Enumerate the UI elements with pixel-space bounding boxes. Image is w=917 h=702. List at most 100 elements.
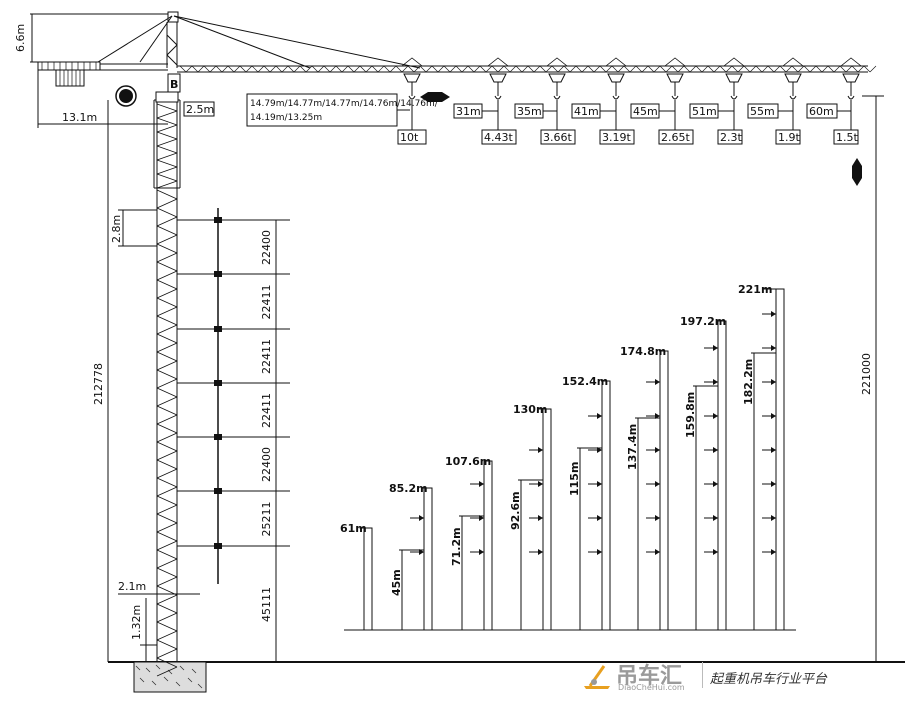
tie-arrow	[655, 413, 660, 419]
tie-arrow	[713, 481, 718, 487]
tie-arrow	[713, 549, 718, 555]
jib-marker	[545, 57, 569, 67]
load-label: 4.43t	[484, 131, 513, 144]
height-bar	[659, 350, 669, 631]
tie-height-label: 159.8m	[684, 392, 697, 438]
tie-arrow	[771, 311, 776, 317]
crane-mast	[153, 99, 181, 677]
tie-arrow	[713, 413, 718, 419]
tie-arrow	[419, 515, 424, 521]
tie-arrow	[771, 413, 776, 419]
hook-icon	[494, 95, 502, 100]
height-bar	[483, 460, 493, 631]
counter-jib	[37, 61, 168, 87]
hook-marker: B	[170, 78, 178, 91]
base-height-label: 1.32m	[130, 605, 143, 640]
load-label: 2.3t	[720, 131, 742, 144]
tie-height-label: 182.2m	[742, 359, 755, 405]
jib-marker	[839, 57, 863, 67]
trolley	[489, 73, 507, 83]
bar-top-label: 107.6m	[445, 455, 491, 468]
tie-arrow	[479, 549, 484, 555]
radius-label: 41m	[574, 105, 599, 118]
hook-icon	[408, 95, 416, 100]
section-height-label: 2.8m	[110, 215, 123, 243]
height-bar	[542, 408, 552, 631]
tie-arrow	[597, 413, 602, 419]
tie-arrow	[597, 515, 602, 521]
jib-lengths-note: 14.79m/14.77m/14.77m/14.76m/14.76m/ 14.1…	[246, 93, 439, 127]
height-bar	[717, 320, 727, 631]
jib-lengths-line2: 14.19m/13.25m	[250, 113, 322, 123]
tie-arrow	[655, 447, 660, 453]
tie-arrow	[419, 549, 424, 555]
counter-jib-label: 13.1m	[62, 111, 97, 124]
load-label: 3.19t	[602, 131, 631, 144]
load-box	[775, 129, 801, 145]
brand-logo-text: 吊车汇	[616, 664, 683, 689]
load-box	[717, 129, 743, 145]
slewing-icon	[115, 85, 137, 107]
tie-arrow	[538, 481, 543, 487]
bar-top-label: 174.8m	[620, 345, 666, 358]
hook-icon	[612, 95, 620, 100]
height-bar	[363, 527, 373, 631]
bar-top-label: 221m	[738, 283, 772, 296]
radius-label: 31m	[456, 105, 481, 118]
tie-arrow	[771, 549, 776, 555]
bar-top-label: 85.2m	[389, 482, 428, 495]
brand-watermark: 吊车汇 DiaoCheHui.com 起重机吊车行业平台	[582, 658, 882, 694]
load-box	[397, 129, 427, 145]
tie-arrow	[479, 515, 484, 521]
trolley-travel-icon	[420, 92, 450, 102]
tie-arrow	[597, 481, 602, 487]
tie-arrow	[713, 379, 718, 385]
tie-arrow	[771, 481, 776, 487]
tie-arrow	[771, 447, 776, 453]
tie-arrow	[538, 549, 543, 555]
radius-label: 60m	[809, 105, 834, 118]
bar-top-label: 61m	[340, 522, 367, 535]
load-label: 10t	[400, 131, 419, 144]
inner-offset-dim: 2.5m	[183, 101, 215, 117]
tie-interval-label: 22400	[260, 230, 273, 265]
load-box	[481, 129, 517, 145]
height-bars: 61m85.2m45m107.6m71.2m130m92.6m152.4m115…	[340, 283, 785, 631]
jib-lengths-line1: 14.79m/14.77m/14.77m/14.76m/14.76m/	[250, 99, 439, 109]
tie-interval-label: 22411	[260, 285, 273, 320]
dim-top-height: 6.6m	[14, 13, 168, 63]
tie-bracket	[214, 326, 222, 332]
trolley	[607, 73, 625, 83]
trolley	[784, 73, 802, 83]
crane-logo-icon	[584, 665, 610, 689]
tie-bracket	[214, 380, 222, 386]
radius-label: 55m	[750, 105, 775, 118]
tie-arrow	[771, 345, 776, 351]
load-label: 1.9t	[778, 131, 800, 144]
main-jib	[177, 65, 877, 73]
inner-offset-label: 2.5m	[186, 103, 214, 116]
load-label: 1.5t	[836, 131, 858, 144]
foundation-block	[133, 661, 207, 693]
tie-height-label: 115m	[568, 462, 581, 496]
jib-marker	[781, 57, 805, 67]
tie-arrow	[713, 345, 718, 351]
load-box	[658, 129, 694, 145]
bar-top-label: 152.4m	[562, 375, 608, 388]
jib-marker	[400, 57, 424, 67]
height-bar	[601, 380, 611, 631]
tie-interval-label: 22411	[260, 393, 273, 428]
tie-bracket	[214, 217, 222, 223]
radius-label: 51m	[692, 105, 717, 118]
tower-head: B	[155, 11, 181, 103]
hoist-travel-icon	[852, 158, 862, 186]
tie-arrow	[538, 447, 543, 453]
jib-marker	[486, 57, 510, 67]
tie-bracket	[214, 434, 222, 440]
height-bar	[423, 487, 433, 631]
tie-bracket	[214, 488, 222, 494]
tie-arrow	[538, 515, 543, 521]
trolley	[842, 73, 860, 83]
